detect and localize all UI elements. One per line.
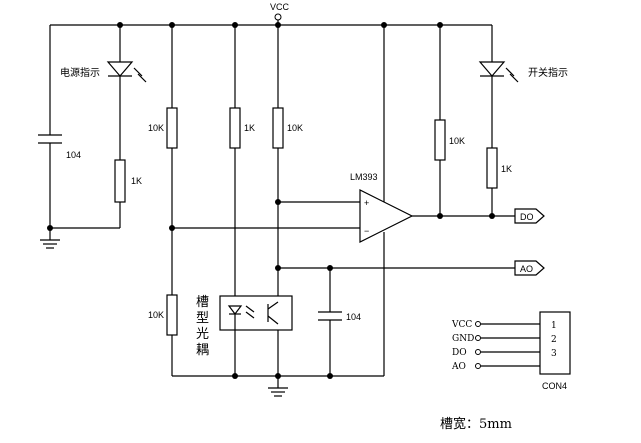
resistor-r2: [229, 107, 241, 149]
vcc-terminal: [274, 13, 282, 21]
do-net-tag: [514, 208, 545, 224]
light-arrow-icon: [505, 67, 515, 77]
resistor-r3: [166, 294, 178, 336]
junction-dot: [327, 373, 333, 379]
pin-circle: [475, 363, 481, 369]
r-power-led-label: 1K: [131, 176, 142, 186]
r1-label: 10K: [148, 123, 164, 133]
r2-label: 1K: [244, 123, 255, 133]
con-do-label: DO: [452, 348, 467, 358]
opto-led-icon: [227, 305, 243, 315]
optocoupler-box: [219, 295, 293, 331]
slot-width-caption: 槽宽：5mm: [440, 416, 512, 432]
pin-circle: [475, 349, 481, 355]
r4-label: 10K: [287, 123, 303, 133]
junction-dot: [275, 373, 281, 379]
con-gnd-label: GND: [452, 334, 474, 344]
junction-dot: [47, 225, 53, 231]
r5-label: 10K: [449, 136, 465, 146]
plus-sign: +: [364, 198, 369, 208]
c2-label: 104: [346, 312, 361, 322]
ao-net-label: AO: [520, 264, 533, 274]
opto-label-3: 光: [196, 327, 209, 342]
resistor-r1: [166, 107, 178, 149]
switch-led-symbol: [478, 61, 506, 77]
junction-dot: [232, 373, 238, 379]
c1-label: 104: [66, 150, 81, 160]
vcc-top-label: VCC: [270, 2, 290, 12]
phototransistor-emitter: [267, 315, 279, 325]
con-ao-label: AO: [451, 362, 466, 372]
resistor-power-led: [114, 159, 126, 203]
minus-sign: −: [364, 226, 369, 236]
do-net-label: DO: [520, 212, 534, 222]
switch-led-label: 开关指示: [528, 66, 568, 79]
opto-label-1: 槽: [196, 295, 209, 310]
con-pin3-label: 3: [551, 349, 557, 359]
r3-label: 10K: [148, 310, 164, 320]
light-arrow-icon: [509, 73, 519, 83]
comparator-lm393: [359, 189, 414, 243]
con-vcc-label: VCC: [451, 320, 472, 330]
resistor-r5: [434, 119, 446, 161]
con4-connector: [539, 311, 571, 375]
light-arrow-icon: [245, 311, 255, 319]
power-led-symbol: [106, 61, 134, 77]
con4-label: CON4: [542, 381, 567, 391]
pin-circle: [475, 321, 481, 327]
light-arrow-icon: [245, 305, 255, 313]
ao-net-tag: [514, 260, 545, 276]
resistor-switch-led: [486, 147, 498, 189]
power-led-label: 电源指示: [60, 66, 100, 79]
con-pin1-label: 1: [551, 321, 557, 331]
comparator-label: LM393: [350, 172, 378, 182]
light-arrow-icon: [133, 67, 143, 77]
opto-label-4: 耦: [196, 343, 209, 358]
light-arrow-icon: [137, 73, 147, 83]
opto-label-2: 型: [196, 311, 209, 326]
phototransistor-collector: [267, 301, 279, 310]
con-pin2-label: 2: [551, 335, 557, 345]
r-switch-led-label: 1K: [501, 164, 512, 174]
pin-circle: [475, 335, 481, 341]
resistor-r4: [272, 107, 284, 149]
